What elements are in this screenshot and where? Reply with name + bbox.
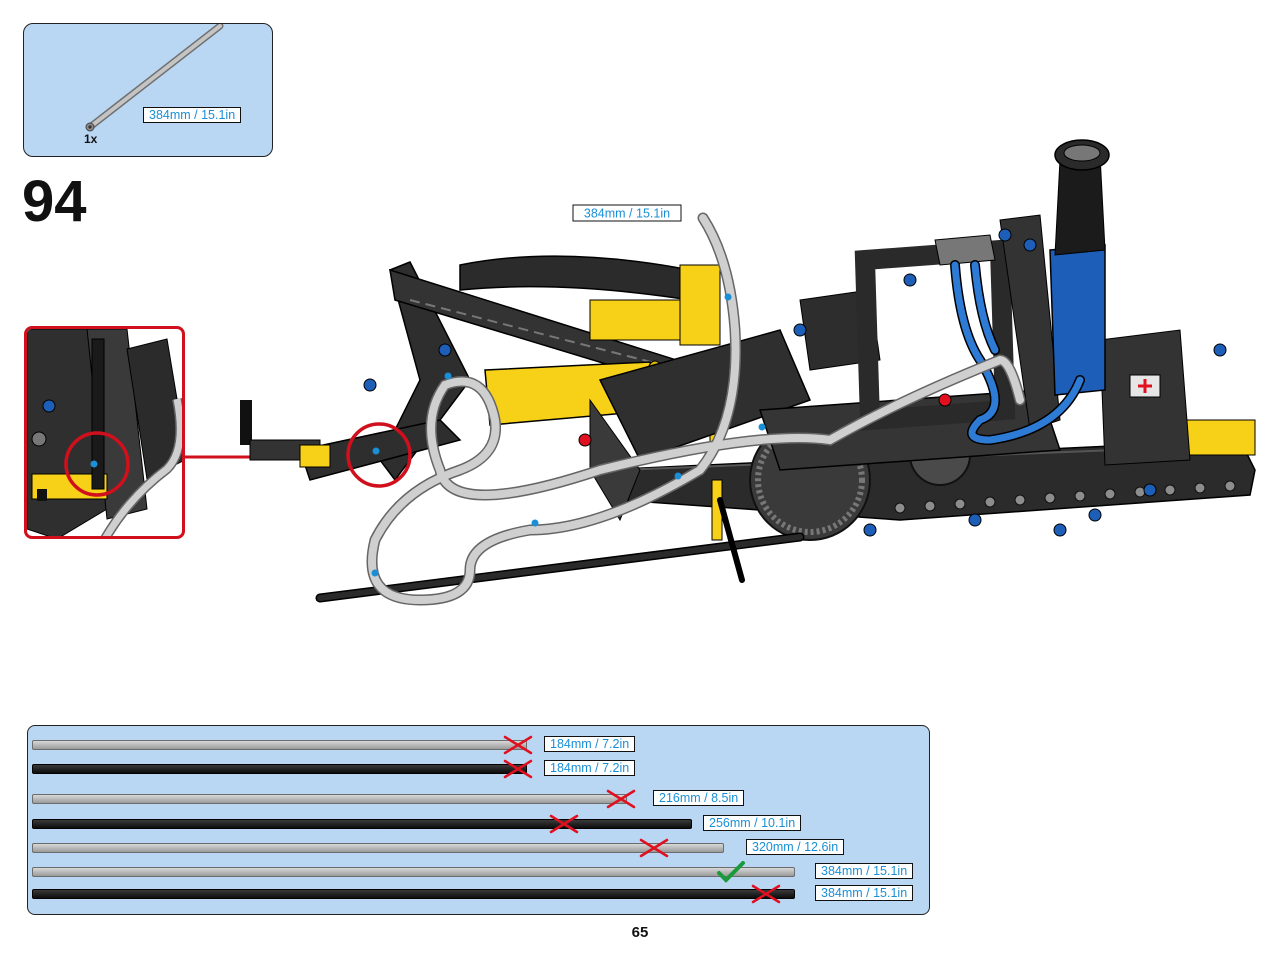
cross-mark-icon [751, 884, 781, 904]
black-tube-sample [32, 764, 527, 774]
cross-mark-icon [606, 789, 636, 809]
ruler-row: 184mm / 7.2in [32, 735, 922, 755]
step-number: 94 [22, 169, 87, 234]
grey-tube-sample [32, 843, 724, 853]
blue-hoses [950, 260, 1085, 446]
page-number: 65 [631, 924, 649, 941]
ruler-row: 216mm / 8.5in [32, 789, 922, 809]
tube-length-ruler: 184mm / 7.2in 184mm / 7.2in 216mm / 8.5in 2… [27, 725, 930, 915]
ruler-row: 384mm / 15.1in [32, 884, 922, 904]
detail-illustration [27, 329, 182, 536]
grey-tube-sample [32, 740, 527, 750]
black-tube-sample [32, 889, 795, 899]
tube-length-label: 216mm / 8.5in [653, 790, 745, 806]
grey-tube-sample [32, 867, 795, 877]
cross-mark-icon [503, 735, 533, 755]
tube-length-label: 384mm / 15.1in [815, 863, 914, 879]
black-tube-sample [32, 819, 692, 829]
blue-pneumatic-cylinder [1049, 139, 1110, 396]
grey-tube-part-icon [85, 24, 224, 132]
highlight-circle [346, 422, 412, 488]
checkmark-icon [717, 861, 745, 883]
cross-mark-icon [503, 759, 533, 779]
tube-path-dots [371, 293, 766, 577]
cross-mark-icon [639, 838, 669, 858]
cross-mark-icon [549, 814, 579, 834]
tube-length-label: 184mm / 7.2in [544, 736, 636, 752]
detail-zoom-box [24, 326, 185, 539]
ruler-row: 184mm / 7.2in [32, 759, 922, 779]
grey-tube-sample [32, 794, 627, 804]
tube-length-label: 384mm / 15.1in [815, 885, 914, 901]
blue-pins [363, 228, 1227, 537]
tube-length-label: 320mm / 12.6in [746, 839, 845, 855]
grey-pneumatic-tube [366, 212, 1026, 606]
model-illustration: 384mm / 15.1in [184, 139, 1256, 606]
part-length-label: 384mm / 15.1in [143, 107, 242, 123]
part-quantity: 1x [84, 132, 98, 146]
tower-frame [854, 214, 1191, 466]
tube-length-label: 256mm / 10.1in [703, 815, 802, 831]
tube-length-callout: 384mm / 15.1in [584, 207, 670, 221]
ruler-row: 256mm / 10.1in [32, 814, 922, 834]
tube-length-label: 184mm / 7.2in [544, 760, 636, 776]
ruler-row: 384mm / 15.1in [32, 861, 922, 883]
red-pins [578, 393, 952, 447]
parts-list-box: 384mm / 15.1in 1x [23, 23, 273, 157]
ruler-row: 320mm / 12.6in [32, 838, 922, 858]
